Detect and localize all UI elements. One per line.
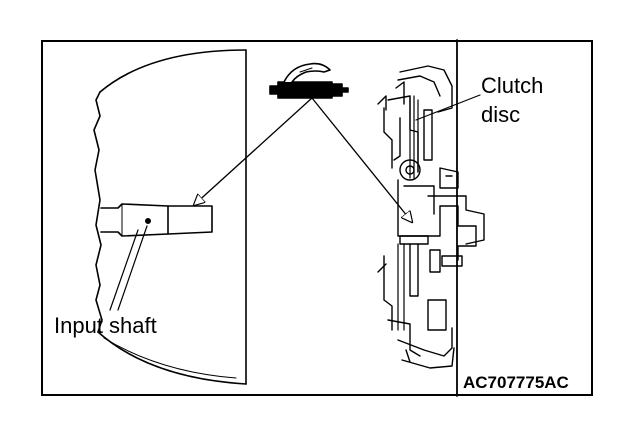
input-shaft-leaders xyxy=(109,225,148,311)
input-shaft xyxy=(100,203,213,237)
clutch-assembly xyxy=(377,39,485,397)
grease-gun-icon xyxy=(269,62,349,99)
transmission-housing xyxy=(93,49,247,385)
input-shaft-label: Input shaft xyxy=(54,313,157,338)
clutch-disc-label-line1: Clutch xyxy=(481,73,544,98)
diagram-frame xyxy=(41,40,593,396)
leader-arrows xyxy=(194,97,412,222)
figure-code: AC707775AC xyxy=(463,373,569,392)
clutch-disc-label-line2: disc xyxy=(481,102,521,127)
